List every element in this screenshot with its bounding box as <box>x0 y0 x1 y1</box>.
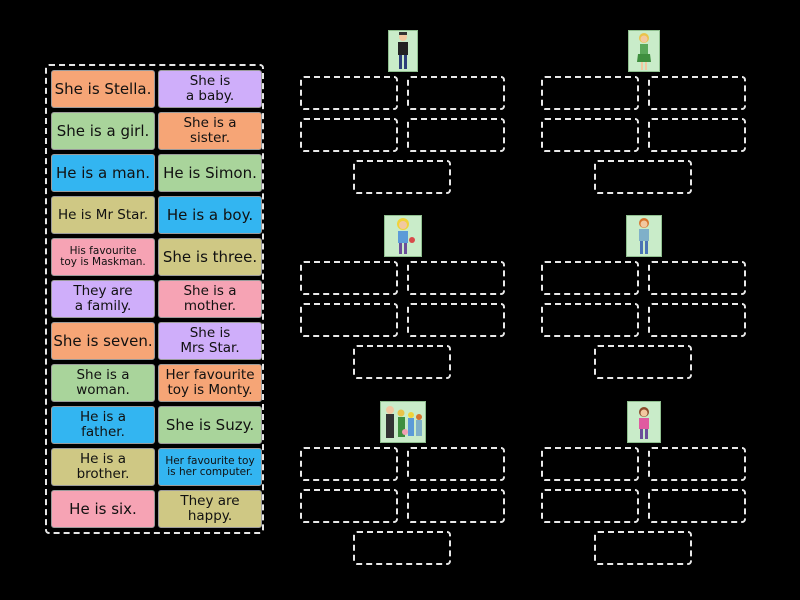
tile-they-are-a-family[interactable]: They are a family. <box>51 280 155 318</box>
tile-she-is-mrs-star[interactable]: She is Mrs Star. <box>158 322 262 360</box>
drop-slot[interactable] <box>407 261 505 295</box>
tile-he-is-mr-star[interactable]: He is Mr Star. <box>51 196 155 234</box>
tile-she-is-stella[interactable]: She is Stella. <box>51 70 155 108</box>
tile-his-favourite-toy-is-maskman[interactable]: His favourite toy is Maskman. <box>51 238 155 276</box>
drop-slot[interactable] <box>648 303 746 337</box>
baby-girl-icon <box>627 401 661 443</box>
tile-she-is-a-baby[interactable]: She is a baby. <box>158 70 262 108</box>
drop-slot[interactable] <box>300 261 398 295</box>
drop-slot[interactable] <box>300 76 398 110</box>
tile-she-is-suzy[interactable]: She is Suzy. <box>158 406 262 444</box>
drop-slot[interactable] <box>541 118 639 152</box>
drop-slot[interactable] <box>594 345 692 379</box>
drop-slot[interactable] <box>648 261 746 295</box>
tile-he-is-a-father[interactable]: He is a father. <box>51 406 155 444</box>
drop-slot[interactable] <box>541 76 639 110</box>
drop-slot[interactable] <box>407 447 505 481</box>
tile-she-is-a-sister[interactable]: She is a sister. <box>158 112 262 150</box>
drop-slot[interactable] <box>407 118 505 152</box>
tile-her-favourite-toy-is-her-computer[interactable]: Her favourite toy is her computer. <box>158 448 262 486</box>
drop-slot[interactable] <box>594 531 692 565</box>
drop-slot[interactable] <box>300 303 398 337</box>
drop-slot[interactable] <box>300 489 398 523</box>
drop-slot[interactable] <box>648 118 746 152</box>
boy-character-icon <box>626 215 662 257</box>
drop-slot[interactable] <box>541 303 639 337</box>
drop-slot[interactable] <box>300 118 398 152</box>
tile-she-is-seven[interactable]: She is seven. <box>51 322 155 360</box>
drop-slot[interactable] <box>407 76 505 110</box>
tile-she-is-a-girl[interactable]: She is a girl. <box>51 112 155 150</box>
tile-her-favourite-toy-is-monty[interactable]: Her favourite toy is Monty. <box>158 364 262 402</box>
drop-slot[interactable] <box>300 447 398 481</box>
drop-slot[interactable] <box>353 345 451 379</box>
tile-bank: She is Stella. She is a baby. She is a g… <box>45 64 264 534</box>
drop-slot[interactable] <box>353 160 451 194</box>
drop-slot[interactable] <box>541 261 639 295</box>
family-group-icon <box>380 401 426 443</box>
drop-slot[interactable] <box>541 489 639 523</box>
man-character-icon <box>388 30 418 72</box>
drop-slot[interactable] <box>407 303 505 337</box>
tile-she-is-three[interactable]: She is three. <box>158 238 262 276</box>
drop-slot[interactable] <box>407 489 505 523</box>
tile-he-is-a-boy[interactable]: He is a boy. <box>158 196 262 234</box>
girl-yellow-hair-icon <box>384 215 422 257</box>
tile-he-is-a-man[interactable]: He is a man. <box>51 154 155 192</box>
drop-slot[interactable] <box>648 489 746 523</box>
tile-he-is-six[interactable]: He is six. <box>51 490 155 528</box>
tile-they-are-happy[interactable]: They are happy. <box>158 490 262 528</box>
tile-he-is-a-brother[interactable]: He is a brother. <box>51 448 155 486</box>
drop-slot[interactable] <box>353 531 451 565</box>
drop-slot[interactable] <box>648 76 746 110</box>
drop-slot[interactable] <box>648 447 746 481</box>
tile-she-is-a-mother[interactable]: She is a mother. <box>158 280 262 318</box>
girl-character-icon <box>628 30 660 72</box>
tile-he-is-simon[interactable]: He is Simon. <box>158 154 262 192</box>
drop-slot[interactable] <box>541 447 639 481</box>
drop-slot[interactable] <box>594 160 692 194</box>
tile-she-is-a-woman[interactable]: She is a woman. <box>51 364 155 402</box>
